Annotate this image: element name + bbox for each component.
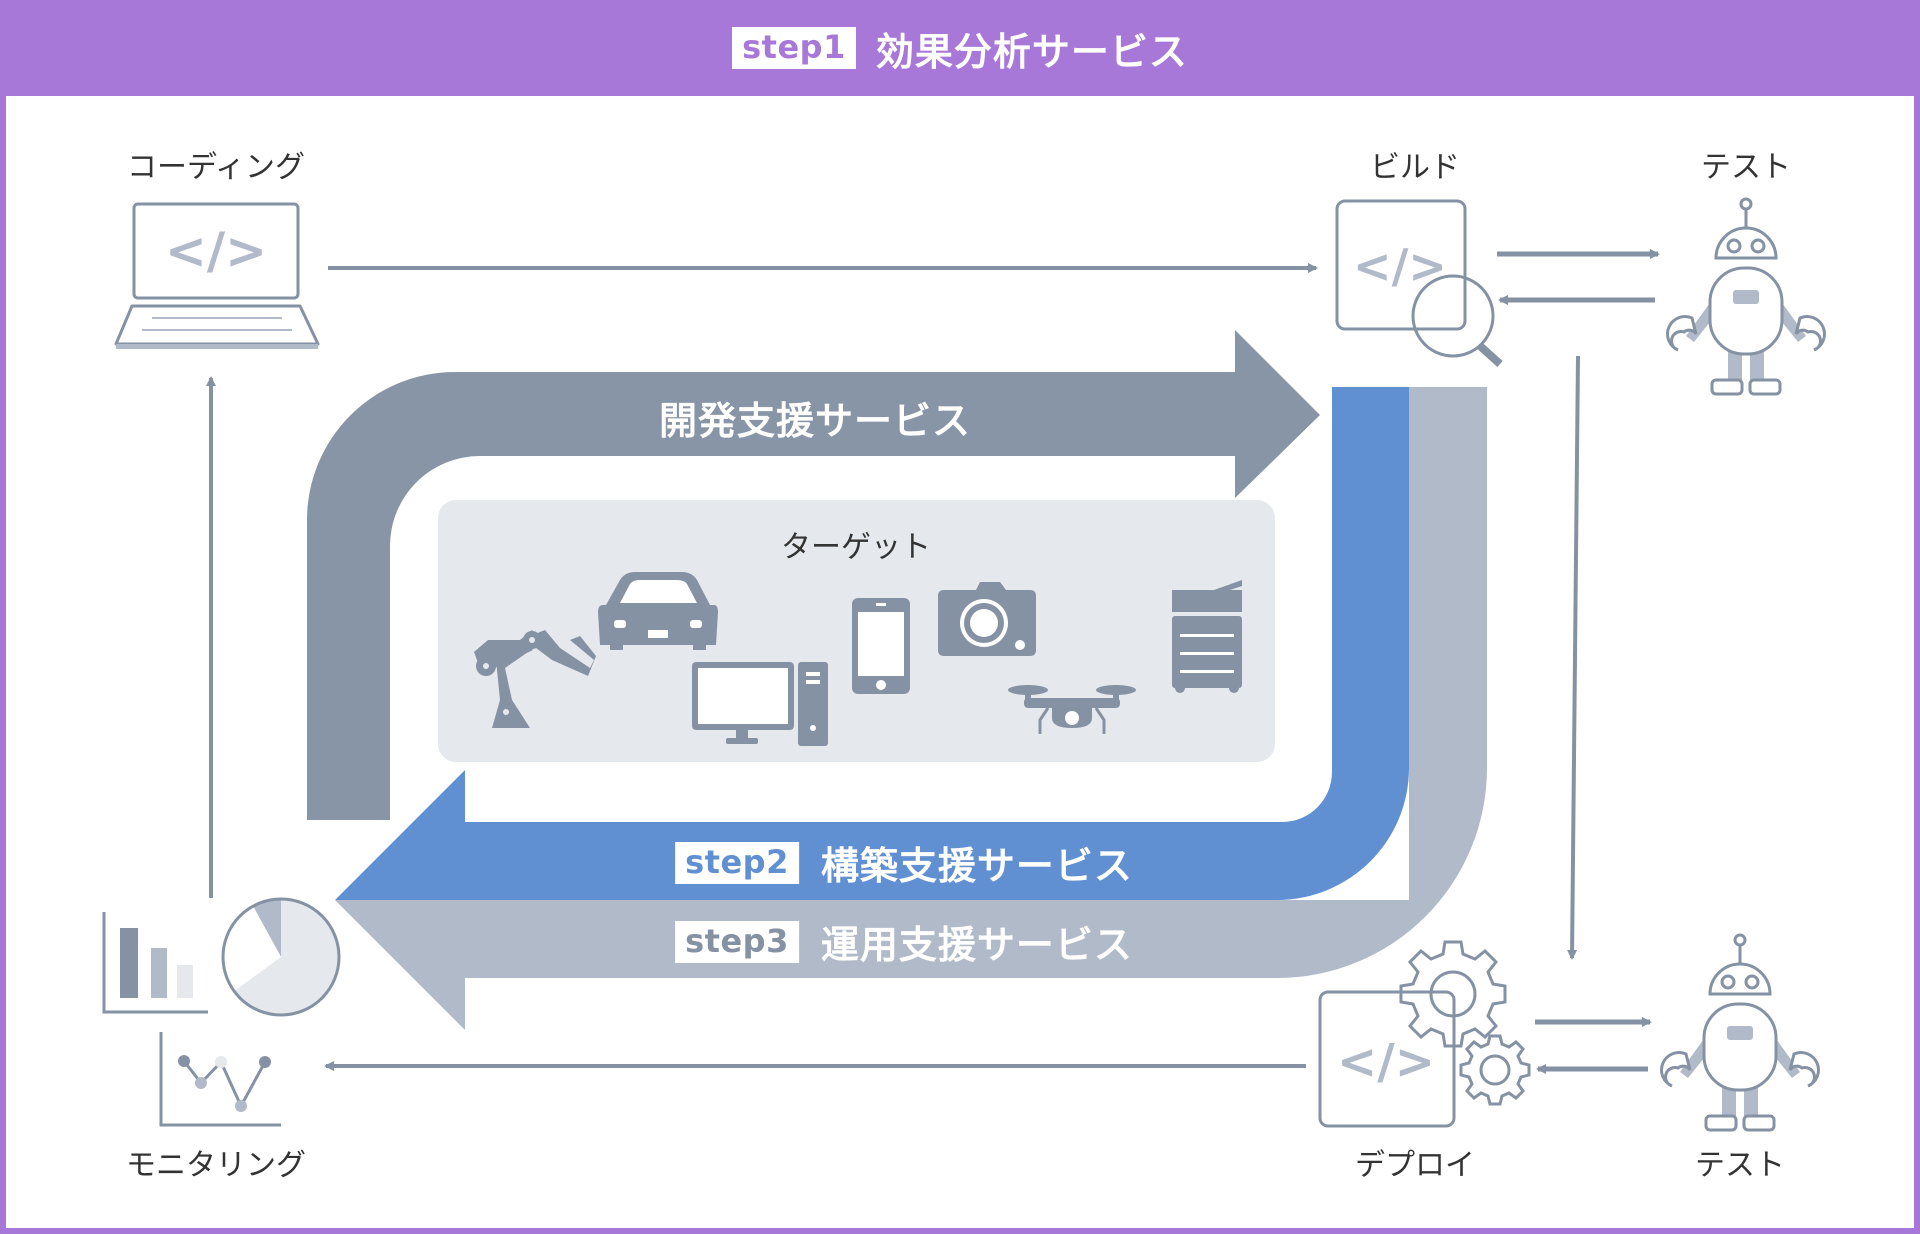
desktop-pc-icon [692, 662, 828, 746]
node-label-test-top: テスト [1701, 150, 1791, 185]
ops-service-title: 運用支援サービス [820, 923, 1133, 967]
laptop-code-icon: </> [114, 202, 320, 349]
node-label-build: ビルド [1370, 150, 1460, 185]
header-bar: step1 効果分析サービス [0, 0, 1920, 96]
build-service-arrow [335, 387, 1409, 900]
car-icon [598, 572, 718, 650]
large-gear-icon [1399, 940, 1507, 1048]
svg-text:</>: </> [1337, 1034, 1435, 1090]
dev-service-arrow [307, 330, 1320, 820]
step2-badge: step2 [675, 841, 799, 884]
pie-slice [222, 906, 281, 992]
deploy-code-gears-icon: </> [1318, 940, 1531, 1128]
ops-service-label: step3 運用支援サービス [675, 914, 1133, 969]
build-service-title: 構築支援サービス [820, 844, 1133, 888]
pie-outline [221, 897, 341, 1017]
node-label-deploy: デプロイ [1355, 1148, 1475, 1183]
build-service-label: step2 構築支援サービス [675, 835, 1133, 890]
multifunction-printer-icon [1172, 580, 1242, 693]
step3-badge: step3 [675, 920, 799, 963]
dev-service-title: 開発支援サービス [658, 399, 972, 443]
pie-chart-icon [221, 897, 341, 1017]
pie-slice [234, 898, 339, 1015]
bar-chart-icon [102, 912, 208, 1014]
test-robot-icon-bottom [1660, 933, 1820, 1132]
target-title: ターゲット [781, 530, 931, 565]
test-robot-icon-top [1666, 197, 1826, 396]
drone-icon [1008, 685, 1136, 734]
line-chart-icon [159, 1032, 281, 1127]
svg-text:</>: </> [165, 222, 267, 280]
camera-icon [938, 582, 1036, 656]
node-label-test-bottom: テスト [1695, 1148, 1785, 1183]
smartphone-icon [852, 598, 910, 694]
ops-service-arrow [335, 387, 1487, 1030]
svg-text:</>: </> [1353, 239, 1447, 293]
build-code-inspect-icon: </> [1335, 199, 1503, 367]
pie-slice [253, 899, 281, 957]
header-title: 効果分析サービス [875, 29, 1188, 74]
arrow-build-to-deploy [1567, 355, 1580, 960]
step1-badge: step1 [732, 27, 856, 69]
node-label-coding: コーディング [127, 150, 305, 185]
robot-arm-icon [474, 630, 596, 728]
small-gear-icon [1459, 1034, 1531, 1106]
node-label-monitoring: モニタリング [126, 1148, 306, 1183]
